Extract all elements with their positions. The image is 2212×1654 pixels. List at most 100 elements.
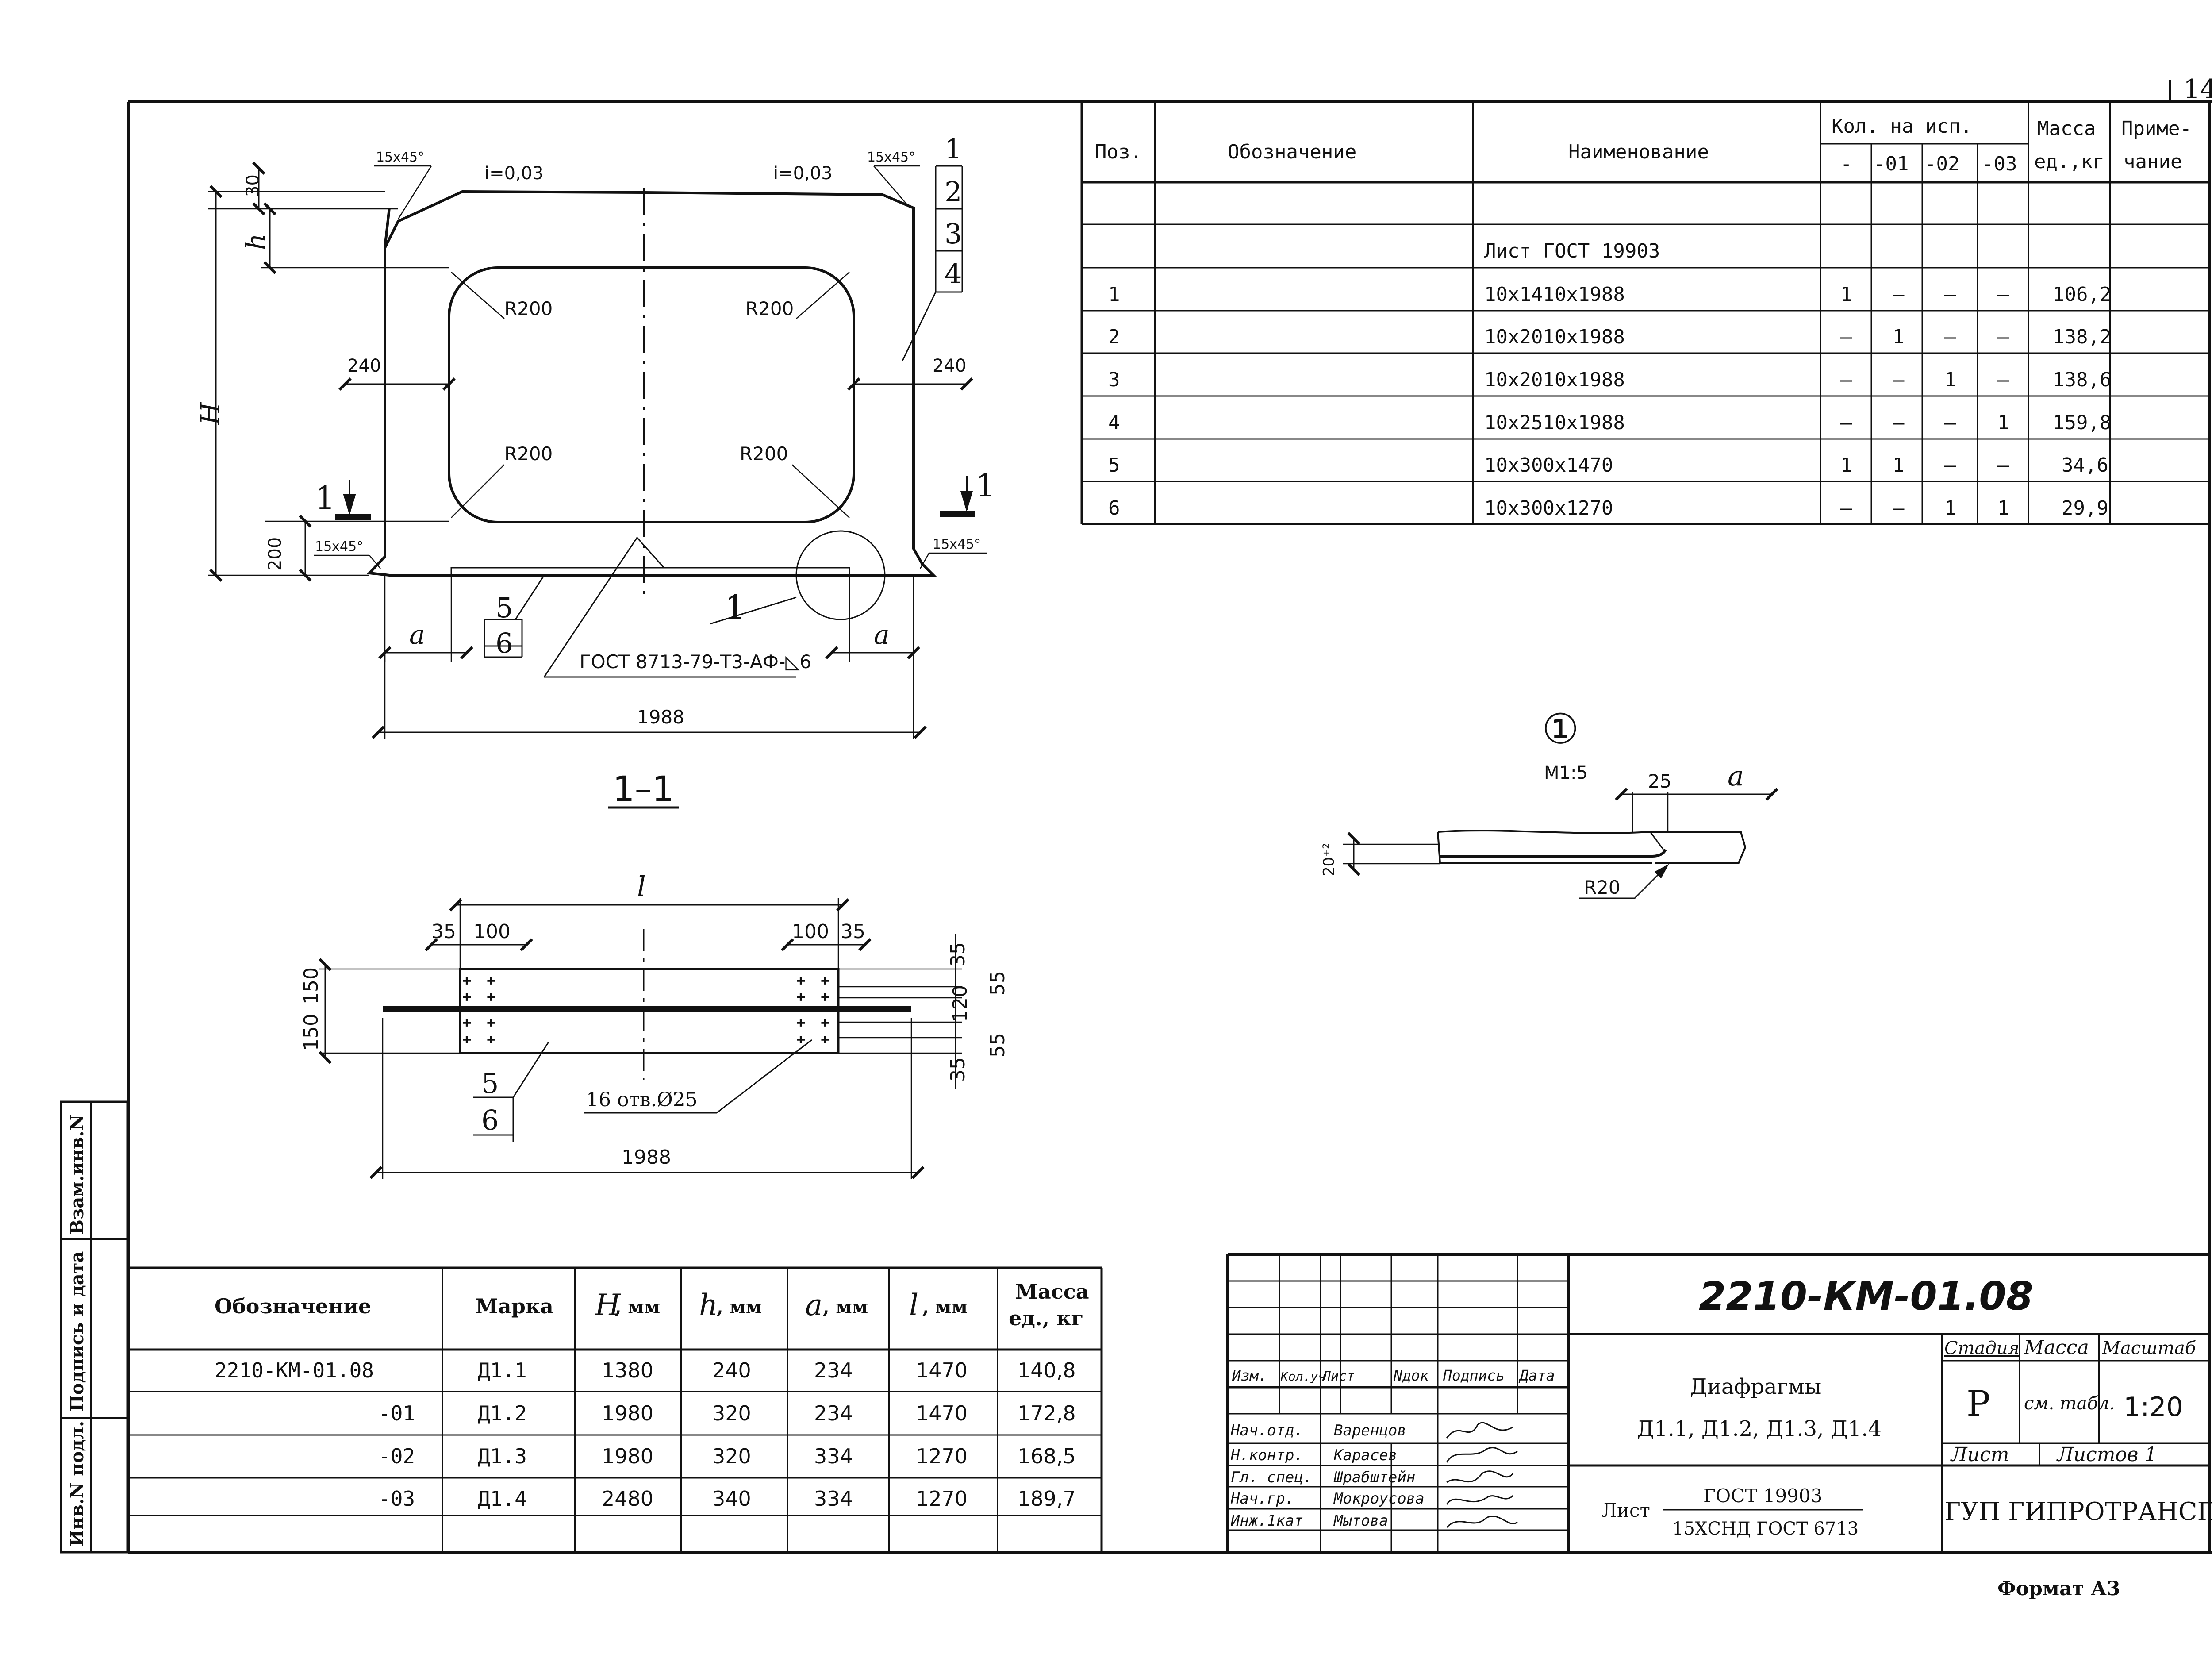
title-block-col-headers: Изм. Кол.уч Лист Nдок Подпись Дата bbox=[1232, 1367, 1555, 1384]
role-name: Варенцов bbox=[1334, 1422, 1406, 1439]
organization: ГУП ГИПРОТРАНСПУТЬ bbox=[1944, 1497, 2212, 1526]
var-row-H: 1980 bbox=[602, 1401, 653, 1425]
doc-title: Диафрагмы bbox=[1690, 1374, 1821, 1399]
spec-row-q0: – bbox=[1840, 497, 1852, 519]
sheets-label: Листов 1 bbox=[2056, 1443, 2157, 1466]
spec-header-q2: -02 bbox=[1924, 153, 1959, 175]
dim-a-right: a bbox=[874, 619, 890, 650]
role-label: Нач.отд. bbox=[1230, 1422, 1303, 1439]
callout-pos-1: 1 bbox=[725, 589, 745, 627]
plan-dim-150-bottom: 150 bbox=[300, 1014, 323, 1051]
var-header-a-unit: , мм bbox=[823, 1296, 868, 1318]
spec-row-mass: 34,6 bbox=[2062, 454, 2108, 477]
var-row-designation: -02 bbox=[378, 1444, 415, 1468]
var-row-a: 334 bbox=[814, 1444, 853, 1468]
role-label: Н.контр. bbox=[1230, 1446, 1303, 1464]
title-block: Изм. Кол.уч Лист Nдок Подпись Дата Нач.о… bbox=[1226, 1253, 2212, 1552]
spec-row-pos: 1 bbox=[1108, 283, 1120, 306]
signature-date-label: Подпись и дата bbox=[67, 1251, 88, 1412]
dim-200: 200 bbox=[265, 537, 285, 571]
detail-dim-a: a bbox=[1728, 760, 1744, 792]
svg-text:✚: ✚ bbox=[821, 1030, 830, 1047]
var-header-mass: Масса bbox=[1015, 1280, 1089, 1304]
elev-pos-5: 5 bbox=[495, 592, 513, 624]
spec-row-name: 10x1410x1988 bbox=[1484, 283, 1625, 306]
pos-tag-1: 1 bbox=[945, 133, 962, 165]
svg-text:1: 1 bbox=[315, 479, 335, 516]
var-row-H: 1980 bbox=[602, 1444, 653, 1468]
detail-dim-25: 25 bbox=[1648, 770, 1671, 792]
detail-callout-circle bbox=[795, 530, 886, 620]
spec-row-q3: – bbox=[1997, 369, 2009, 391]
chamfer-bottom-left: 15x45° bbox=[315, 539, 363, 554]
var-row-l: 1270 bbox=[916, 1444, 968, 1468]
holes-note: 16 отв.Ø25 bbox=[586, 1089, 698, 1111]
callout-mark: ① bbox=[1542, 705, 1579, 754]
bottom-strip bbox=[450, 567, 850, 576]
radius-br: R200 bbox=[740, 443, 788, 465]
var-header-H-unit: , мм bbox=[615, 1296, 660, 1318]
var-header-mass-unit: ед., кг bbox=[1009, 1306, 1083, 1330]
spec-row-q1: – bbox=[1893, 412, 1905, 434]
material-1: ГОСТ 19903 bbox=[1703, 1485, 1822, 1507]
spec-row-name: 10x2010x1988 bbox=[1484, 326, 1625, 348]
plan-dim-35-left: 35 bbox=[431, 920, 456, 943]
diaphragm-outline bbox=[366, 190, 937, 577]
col-podpis: Подпись bbox=[1443, 1367, 1505, 1384]
var-row-h: 340 bbox=[712, 1487, 751, 1511]
var-row-mark: Д1.4 bbox=[478, 1487, 527, 1511]
spec-row-q1: – bbox=[1893, 283, 1905, 306]
spec-header-note2: чание bbox=[2124, 150, 2182, 173]
plan-dim-55-bottom: 55 bbox=[987, 1033, 1009, 1058]
role-name: Мокроусова bbox=[1333, 1490, 1425, 1508]
spec-row-q0: 1 bbox=[1840, 283, 1852, 306]
mass-label: Масса bbox=[2024, 1336, 2089, 1359]
dim-1988-elev: 1988 bbox=[637, 706, 684, 728]
plan-dim-120: 120 bbox=[949, 985, 972, 1022]
svg-text:✚: ✚ bbox=[821, 971, 830, 989]
spec-row-q3: 1 bbox=[1997, 412, 2009, 434]
var-row-designation: 2210-КМ-01.08 bbox=[215, 1358, 374, 1382]
spec-row-q3: – bbox=[1997, 283, 2009, 306]
section-mark-right: 1 bbox=[940, 467, 996, 517]
spec-row-q2: – bbox=[1944, 326, 1956, 348]
spec-header-name: Наименование bbox=[1568, 141, 1709, 163]
col-kolich: Кол.уч bbox=[1280, 1369, 1325, 1384]
spec-row-q2: 1 bbox=[1944, 369, 1956, 391]
spec-group-title: Лист ГОСТ 19903 bbox=[1484, 240, 1660, 262]
spec-rows: 1 10x1410x1988 1 – – – 106,2 2 10x2010x1… bbox=[1108, 283, 2111, 519]
dim-240-right: 240 bbox=[933, 356, 966, 376]
var-row-mark: Д1.3 bbox=[478, 1444, 527, 1468]
var-row-mark: Д1.2 bbox=[478, 1401, 527, 1425]
sheet-number: 14 bbox=[2183, 74, 2212, 105]
spec-row-mass: 159,8 bbox=[2053, 412, 2111, 434]
plan-dim-35-bottom: 35 bbox=[947, 1057, 969, 1082]
svg-text:✚: ✚ bbox=[462, 987, 471, 1005]
spec-row-pos: 6 bbox=[1108, 497, 1120, 519]
spec-row-q3: – bbox=[1997, 454, 2009, 477]
scale-label: Масштаб bbox=[2102, 1338, 2196, 1358]
spec-header-designation: Обозначение bbox=[1228, 141, 1356, 163]
plan-dim-35-right: 35 bbox=[841, 920, 865, 943]
elev-pos-6: 6 bbox=[495, 627, 513, 659]
plan-dim-100-right: 100 bbox=[792, 920, 829, 943]
role-name: Шрабштейн bbox=[1333, 1469, 1415, 1486]
doc-subtitle: Д1.1, Д1.2, Д1.3, Д1.4 bbox=[1637, 1416, 1882, 1441]
spec-row-name: 10x300x1470 bbox=[1484, 454, 1613, 477]
stage-label: Стадия bbox=[1944, 1338, 2020, 1358]
plan-dim-150-top: 150 bbox=[300, 967, 323, 1004]
title-block-roles: Нач.отд. Варенцов Н.контр. Карасев Гл. с… bbox=[1230, 1422, 1425, 1530]
spec-table: Поз. Обозначение Наименование Кол. на ис… bbox=[1080, 100, 2212, 525]
var-header-H: H bbox=[595, 1288, 621, 1322]
pos-tag-3: 3 bbox=[945, 218, 962, 250]
detail-view: ① М1:5 20⁺² 25 a R20 bbox=[1320, 705, 1778, 899]
svg-text:✚: ✚ bbox=[487, 971, 495, 989]
plan-dim-l: l bbox=[637, 870, 646, 903]
chamfer-top-left: 15x45° bbox=[376, 150, 424, 165]
svg-text:✚: ✚ bbox=[462, 1013, 471, 1031]
dim-240-left: 240 bbox=[347, 356, 381, 376]
var-row-designation: -03 bbox=[378, 1487, 415, 1511]
svg-text:✚: ✚ bbox=[796, 987, 805, 1005]
mass-value: см. табл. bbox=[2024, 1393, 2115, 1414]
